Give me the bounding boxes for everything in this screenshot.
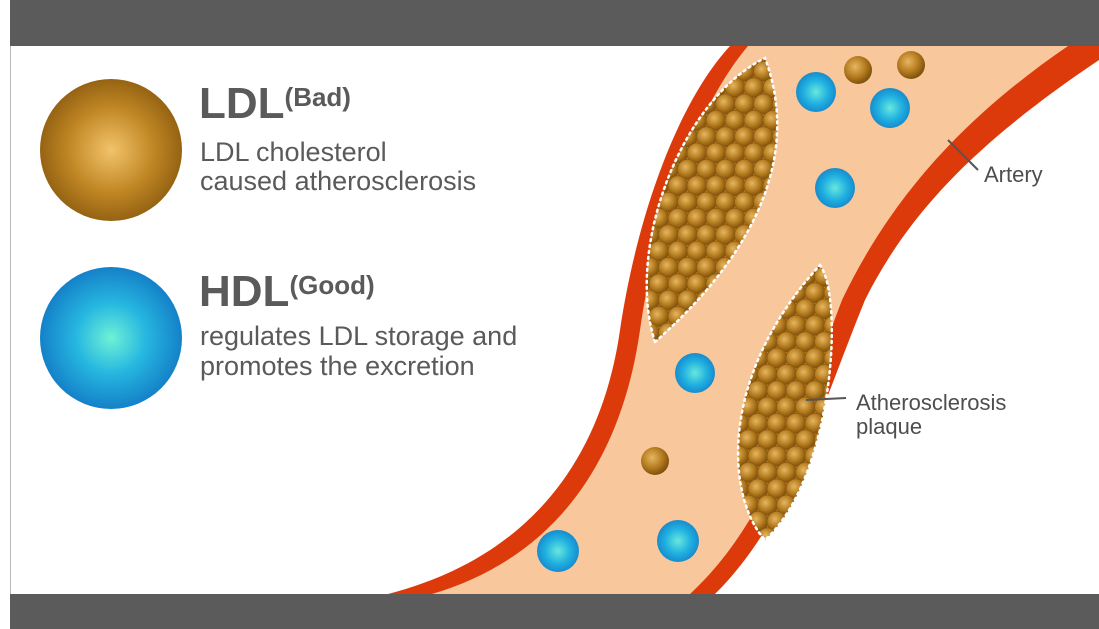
plaque-ldl-globule [630, 110, 650, 130]
plaque-ldl-globule [824, 446, 844, 466]
ldl-qualifier: (Bad) [285, 82, 351, 112]
plaque-ldl-globule [668, 45, 688, 65]
plaque-ldl-globule [824, 511, 844, 531]
bottom-bar [10, 594, 1099, 629]
plaque-ldl-globule [649, 78, 669, 98]
plaque-ldl-globule [777, 528, 797, 548]
plaque-ldl-globule [659, 94, 679, 114]
hdl-particle [815, 168, 855, 208]
plaque-ldl-globule [815, 528, 835, 548]
ldl-legend-ball [40, 79, 182, 221]
hdl-description-line2: promotes the excretion [200, 352, 475, 381]
plaque-ldl-globule [668, 78, 688, 98]
ldl-description-line1: LDL cholesterol [200, 138, 387, 167]
hdl-qualifier: (Good) [289, 270, 374, 300]
hdl-particle [796, 72, 836, 112]
plaque-ldl-globule [630, 143, 650, 163]
plaque-ldl-globule [630, 45, 650, 65]
hdl-title: HDL(Good) [199, 270, 375, 314]
plaque-ldl-globule [805, 479, 825, 499]
plaque-ldl-globule [796, 528, 816, 548]
plaque-ldl-globule [659, 61, 679, 81]
plaque-ldl-globule [630, 78, 650, 98]
plaque-ldl-globule [649, 45, 669, 65]
plaque-ldl-globule [640, 127, 660, 147]
plaque-ldl-globule [678, 61, 698, 81]
plaque-ldl-globule [640, 94, 660, 114]
plaque-label-line1: Atherosclerosis [856, 391, 1006, 415]
ldl-particle [897, 51, 925, 79]
plaque-ldl-globule [640, 61, 660, 81]
hdl-particle [537, 530, 579, 572]
plaque-ldl-globule [815, 430, 835, 450]
hdl-particle [657, 520, 699, 562]
ldl-particle [641, 447, 669, 475]
plaque-ldl-globule [786, 511, 806, 531]
plaque-ldl-globule [805, 511, 825, 531]
plaque-ldl-globule [630, 176, 650, 196]
plaque-ldl-globule [796, 495, 816, 515]
plaque-ldl-globule [640, 159, 660, 179]
plaque-ldl-globule [687, 45, 707, 65]
plaque-ldl-globule [649, 110, 669, 130]
hdl-legend-ball [40, 267, 182, 409]
plaque-label-line2: plaque [856, 415, 922, 439]
hdl-name: HDL [199, 267, 289, 316]
plaque-ldl-globule [815, 495, 835, 515]
hdl-particle [870, 88, 910, 128]
plaque-ldl-globule [815, 462, 835, 482]
ldl-particle [844, 56, 872, 84]
plaque-ldl-globule [824, 413, 844, 433]
hdl-particle [675, 353, 715, 393]
ldl-name: LDL [199, 79, 285, 128]
artery-label: Artery [984, 163, 1043, 187]
plaque-ldl-globule [824, 479, 844, 499]
ldl-title: LDL(Bad) [199, 82, 351, 126]
hdl-description-line1: regulates LDL storage and [200, 322, 517, 351]
ldl-description-line2: caused atherosclerosis [200, 167, 476, 196]
